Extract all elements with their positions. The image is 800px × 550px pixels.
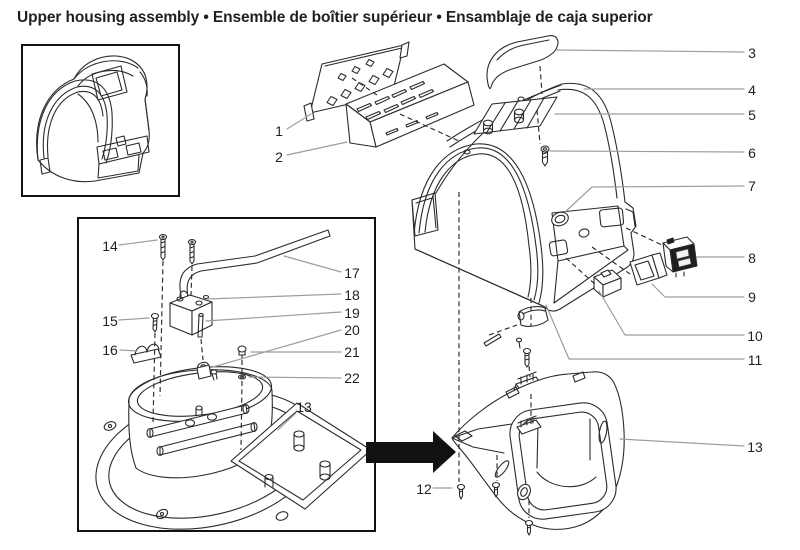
latch-pin	[483, 333, 502, 347]
direction-arrow	[366, 431, 456, 473]
callout-17: 17	[344, 265, 360, 281]
part-10-connector-block	[593, 269, 622, 298]
callout-18: 18	[344, 287, 360, 303]
inset-box-border	[21, 44, 180, 197]
callout-15: 15	[102, 313, 118, 329]
pin	[197, 313, 204, 338]
part-7-grommet	[551, 211, 569, 227]
part-2-louvered-cover	[345, 63, 475, 148]
callout-4: 4	[748, 82, 756, 98]
callout-8: 8	[748, 250, 756, 266]
callout-9: 9	[748, 289, 756, 305]
detail-leader-lines	[118, 239, 342, 431]
detail-box-border	[77, 217, 376, 532]
part-5-control-board	[473, 96, 558, 135]
exploded-dashed-lines	[351, 65, 663, 518]
callout-7: 7	[748, 178, 756, 194]
callout-20: 20	[344, 322, 360, 338]
callout-14: 14	[102, 238, 118, 254]
callout-3: 3	[748, 45, 756, 61]
callout-13: 13	[747, 439, 763, 455]
callout-21: 21	[344, 344, 360, 360]
callout-6: 6	[748, 145, 756, 161]
small-screw-15	[150, 312, 160, 333]
fittings	[196, 361, 218, 381]
part-8-power-switch	[662, 236, 698, 278]
part-13-bottom-shroud	[451, 371, 625, 530]
page-title: Upper housing assembly • Ensemble de boî…	[17, 9, 653, 26]
detail-circuit-board	[230, 402, 372, 510]
part-3-handle-cap	[486, 35, 559, 89]
detail-view	[77, 217, 376, 532]
callout-5: 5	[748, 107, 756, 123]
callout-10: 10	[747, 328, 763, 344]
louver-slots	[356, 80, 439, 136]
callout-1: 1	[275, 123, 283, 139]
shroud-latch-seat	[516, 419, 542, 435]
callout-22: 22	[344, 370, 360, 386]
part-6-screw	[540, 145, 550, 167]
exploded-leader-lines	[286, 49, 745, 489]
grill-diamond-holes	[326, 58, 394, 107]
detail-dashed-lines	[152, 260, 243, 451]
callout-13-detail: 13	[296, 399, 312, 415]
part-9-switch-bezel	[629, 252, 668, 286]
callout-11: 11	[747, 352, 763, 368]
callout-12: 12	[416, 481, 432, 497]
valve-block	[169, 294, 213, 336]
part-12-screws	[456, 481, 534, 536]
callout-19: 19	[344, 305, 360, 321]
cable-clamp	[130, 343, 162, 364]
manifold-tubes	[146, 403, 258, 457]
long-screws	[158, 233, 197, 265]
callout-16: 16	[102, 342, 118, 358]
drain-tube	[179, 229, 331, 302]
inset-assembled-view	[21, 44, 180, 197]
callout-2: 2	[275, 149, 283, 165]
